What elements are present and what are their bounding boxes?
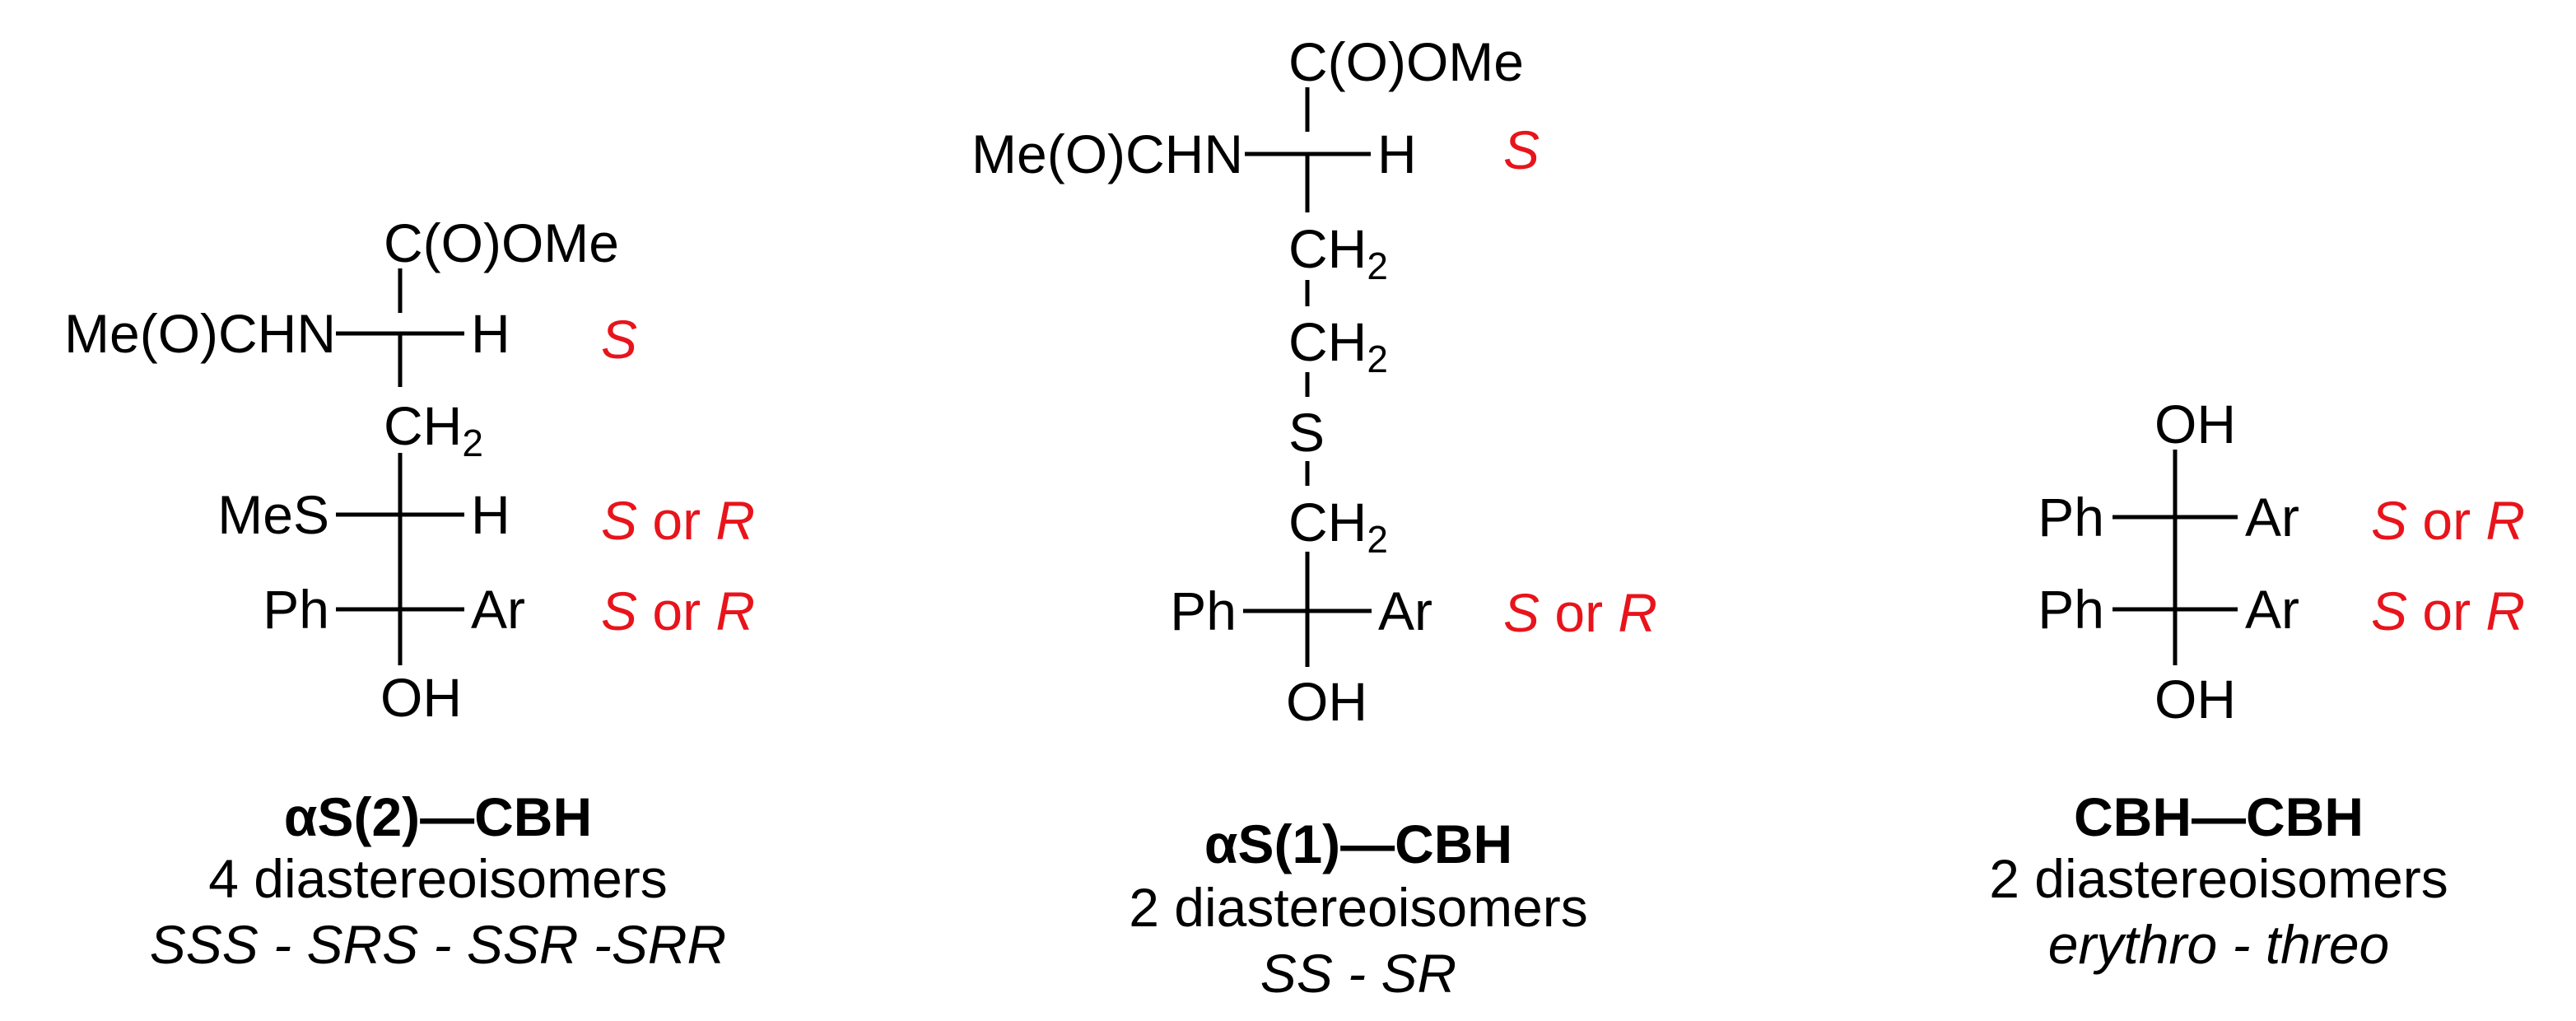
compound-name: CBH—CBH (2074, 786, 2364, 847)
stereo-label-c1: S (1503, 119, 1540, 180)
atom-oh-bottom: OH (2154, 669, 2236, 730)
compound-name: αS(1)—CBH (1204, 814, 1512, 874)
atom-amide-n: Me(O)CHN (64, 303, 336, 364)
stereo-label-c3: S or R (601, 580, 755, 641)
atom-sulfur: S (1288, 402, 1325, 463)
isomer-list: SSS - SRS - SSR -SRR (150, 914, 726, 975)
atom-h1: H (1377, 124, 1417, 184)
atom-amide-n: Me(O)CHN (971, 124, 1243, 184)
atom-ar: Ar (471, 579, 525, 640)
atom-ph: Ph (263, 579, 329, 640)
stereo-label-c2: S or R (601, 490, 755, 551)
atom-ch2-c: CH2 (1288, 492, 1388, 561)
atom-oh: OH (380, 667, 462, 728)
atom-mes: MeS (217, 484, 329, 545)
atom-ester-top: C(O)OMe (1288, 31, 1524, 92)
stereo-label-c1: S or R (2371, 490, 2525, 551)
atom-ph-2: Ph (2038, 579, 2104, 640)
atom-oh: OH (1286, 671, 1367, 732)
molecule-cbh-cbh: OH Ph Ar Ph Ar OH S or R S or R CBH—CBH … (1989, 394, 2525, 975)
atom-h2: H (471, 484, 510, 545)
atom-ph: Ph (1170, 580, 1237, 641)
atom-oh-top: OH (2154, 394, 2236, 455)
molecule-as2-cbh: C(O)OMe Me(O)CHN H CH2 MeS H Ph Ar OH S … (64, 212, 755, 975)
atom-ch2: CH2 (384, 395, 483, 464)
molecule-as1-cbh: C(O)OMe Me(O)CHN H CH2 CH2 S CH2 Ph Ar O… (971, 31, 1657, 1004)
stereo-label-c2: S or R (1503, 582, 1657, 643)
atom-ar: Ar (1378, 580, 1432, 641)
stereo-label-c1: S (601, 309, 637, 370)
compound-name: αS(2)—CBH (284, 786, 592, 847)
diastereoisomer-count: 2 diastereoisomers (1129, 877, 1588, 938)
atom-ph-1: Ph (2038, 487, 2104, 548)
atom-h1: H (471, 303, 510, 364)
stereo-label-c2: S or R (2371, 580, 2525, 641)
atom-ar-1: Ar (2245, 487, 2299, 548)
atom-ester-top: C(O)OMe (384, 212, 619, 273)
atom-ch2-a: CH2 (1288, 218, 1388, 287)
atom-ar-2: Ar (2245, 579, 2299, 640)
isomer-list: SS - SR (1260, 943, 1456, 1004)
isomer-list: erythro - threo (2048, 914, 2390, 975)
diastereoisomer-count: 2 diastereoisomers (1989, 848, 2448, 909)
diastereoisomer-count: 4 diastereoisomers (208, 848, 668, 909)
atom-ch2-b: CH2 (1288, 311, 1388, 380)
